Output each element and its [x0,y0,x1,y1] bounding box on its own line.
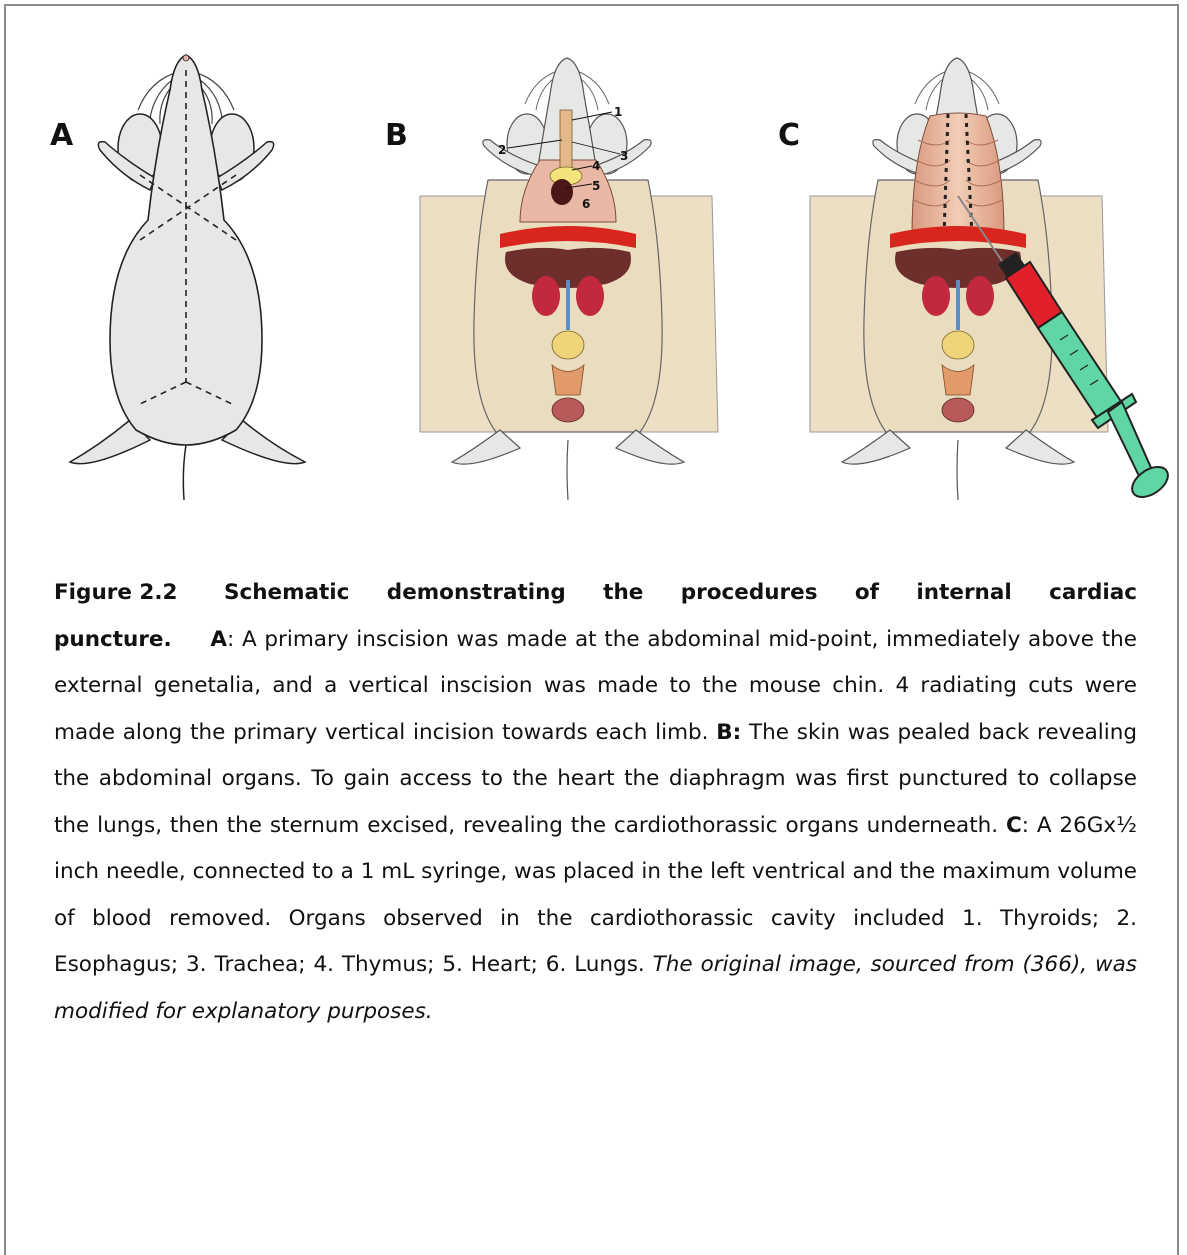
caption-label-c: C [1006,813,1022,838]
organ-number-6: 6 [582,197,590,211]
panel-label-b: B [385,118,408,153]
figure-illustration: 1 2 3 4 5 6 [0,0,1187,560]
organ-number-3: 3 [620,149,628,163]
panel-a-mouse [70,55,305,500]
panel-c-cardiac-puncture [810,58,1173,503]
panel-b-dissection: 1 2 3 4 5 6 [420,58,718,500]
organ-number-5: 5 [592,179,600,193]
organ-number-4: 4 [592,159,600,173]
organ-number-1: 1 [614,105,622,119]
caption-label-a: A [210,627,227,652]
panel-label-c: C [778,118,800,153]
figure-number: Figure 2.2 [54,570,224,617]
organ-number-2: 2 [498,143,506,157]
caption-label-b: B: [716,720,741,745]
panel-label-a: A [50,118,73,153]
